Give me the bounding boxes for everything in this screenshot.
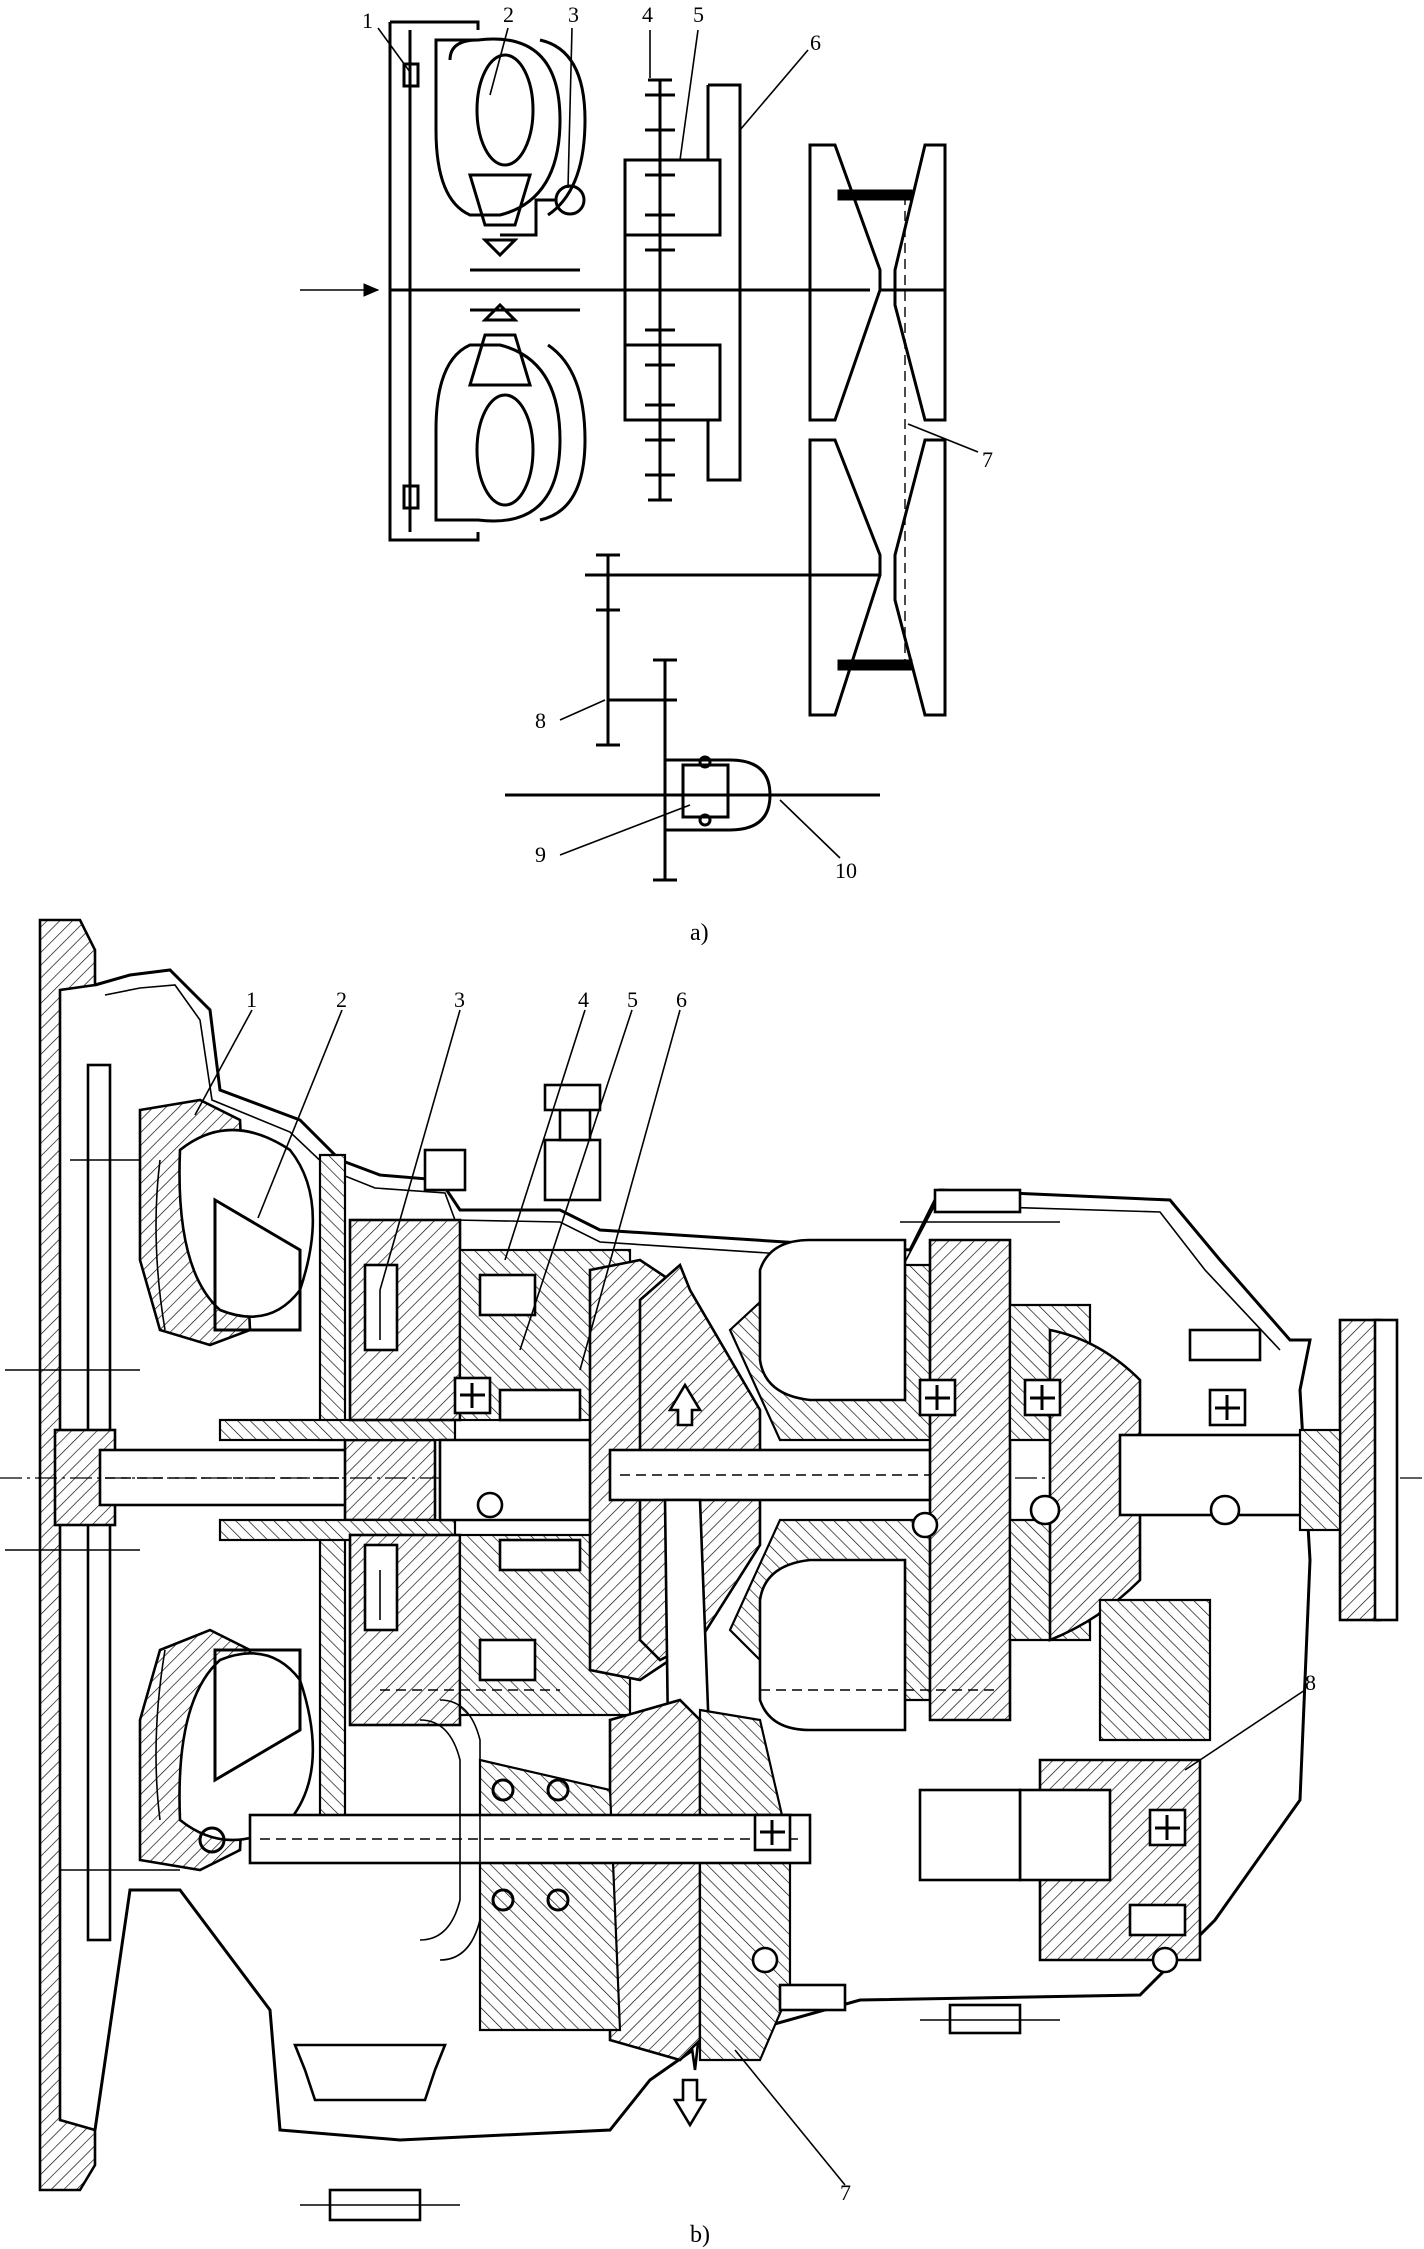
- label-a-1: 1: [362, 8, 373, 33]
- rear-housing-section: [918, 1238, 1382, 1962]
- differential: [505, 755, 880, 882]
- schematic-a: 1 2 3 4 5 6 7 8 9 10: [300, 2, 993, 883]
- label-a-7: 7: [982, 447, 993, 472]
- oil-pump-section: [348, 1218, 462, 1727]
- planetary-gearset: [623, 78, 742, 502]
- label-b-4: 4: [578, 987, 589, 1012]
- section-b: 1 2 3 4 5 6 8 7: [0, 918, 1424, 2222]
- torque-converter-section: [138, 1098, 347, 1872]
- outer-casing: [93, 968, 1312, 2142]
- label-a-8: 8: [535, 708, 546, 733]
- label-a-9: 9: [535, 842, 546, 867]
- caption-b: b): [690, 2222, 710, 2248]
- label-b-6: 6: [676, 987, 687, 1012]
- caption-a: a): [690, 920, 709, 946]
- label-a-2: 2: [503, 2, 514, 27]
- bell-housing-flange: [38, 918, 97, 2192]
- label-a-4: 4: [642, 2, 653, 27]
- label-a-3: 3: [568, 2, 579, 27]
- label-b-2: 2: [336, 987, 347, 1012]
- input-arrow: [300, 283, 380, 297]
- output-flange: [1373, 1318, 1399, 1622]
- drive-plate: [5, 1063, 180, 1942]
- label-b-5: 5: [627, 987, 638, 1012]
- section-leaders: [194, 1009, 1306, 2186]
- bolts: [300, 1083, 1262, 2222]
- schematic-leaders: [377, 27, 979, 859]
- label-a-5: 5: [693, 2, 704, 27]
- primary-pulley: [808, 143, 947, 422]
- torque-converter: [388, 20, 587, 542]
- label-a-6: 6: [810, 30, 821, 55]
- secondary-pulley: [808, 195, 947, 717]
- label-b-1: 1: [246, 987, 257, 1012]
- bearings: [453, 1376, 1247, 1974]
- gear-teeth: [645, 93, 675, 477]
- label-a-10: 10: [835, 858, 857, 883]
- reduction-gears: [596, 553, 677, 880]
- label-b-8: 8: [1305, 1670, 1316, 1695]
- label-b-7: 7: [840, 2180, 851, 2205]
- oil-filter: [293, 2043, 447, 2102]
- label-b-3: 3: [454, 987, 465, 1012]
